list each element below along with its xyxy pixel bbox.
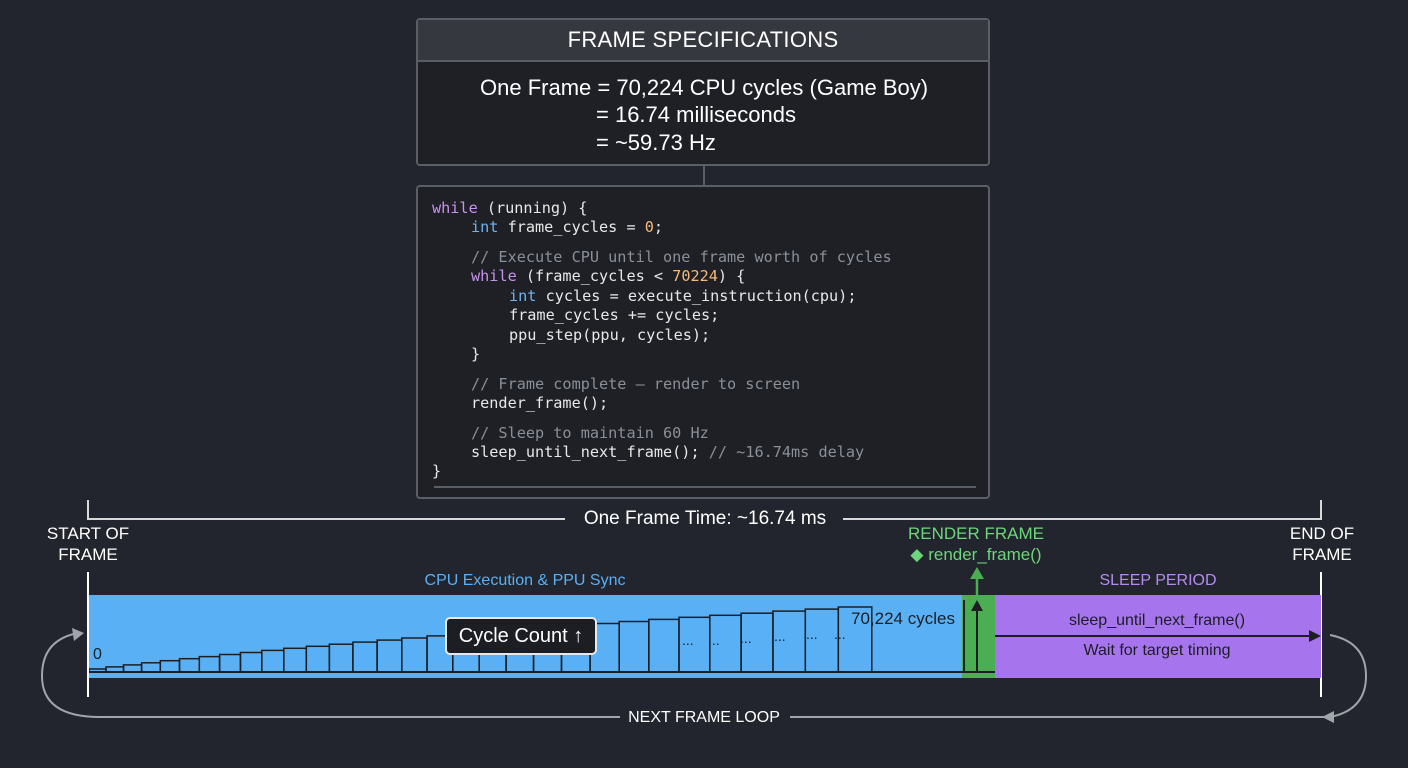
cycle-step — [239, 651, 263, 673]
code-line-5: int cycles = execute_instruction(cpu); — [509, 287, 857, 305]
cycle-step — [140, 662, 162, 673]
ellipsis-2: ... — [708, 632, 720, 648]
cycle-step — [618, 620, 650, 673]
cycle-step — [122, 664, 143, 673]
sleep-call-label: sleep_until_next_frame() — [1068, 612, 1246, 629]
sleep-period-title: SLEEP PERIOD — [1099, 572, 1217, 589]
spec-line-cycles: One Frame = 70,224 CPU cycles (Game Boy) — [480, 75, 929, 100]
code-line-4: while (frame_cycles < 70224) { — [471, 267, 746, 285]
ellipsis-1: ... — [682, 632, 694, 648]
start-of-frame-label: START OF FRAME — [46, 524, 130, 564]
code-line-6: frame_cycles += cycles; — [509, 306, 720, 324]
cycle-step — [328, 643, 354, 673]
code-line-10: render_frame(); — [471, 394, 609, 412]
cycle-step — [648, 618, 680, 673]
code-line-7: ppu_step(ppu, cycles); — [509, 326, 711, 344]
code-line-13: } — [432, 462, 442, 480]
code-line-8: } — [471, 345, 481, 363]
max-cycles-label: 70,224 cycles — [851, 609, 955, 628]
loop-left-arrowhead — [72, 628, 84, 641]
up-arrow-icon: ↑ — [573, 625, 584, 647]
render-up-arrowhead — [970, 567, 984, 579]
spec-line-ms: = 16.74 milliseconds — [596, 102, 796, 127]
loop-right-path — [790, 634, 1368, 718]
cycle-step — [218, 653, 242, 673]
cpu-execution-title: CPU Execution & PPU Sync — [424, 572, 626, 589]
spec-line-hz: = ~59.73 Hz — [596, 130, 716, 155]
cycle-step — [261, 649, 285, 673]
code-divider — [434, 486, 976, 488]
ellipsis-4: ... — [774, 628, 786, 644]
render-frame-call: ◆ render_frame() — [910, 545, 1042, 564]
frame-spec-panel: FRAME SPECIFICATIONS One Frame = 70,224 … — [416, 18, 990, 166]
cycle-step — [198, 655, 221, 673]
end-of-frame-label: END OF FRAME — [1289, 524, 1355, 564]
ellipsis-3: ... — [740, 630, 752, 646]
cycle-step — [159, 659, 181, 673]
code-line-11: // Sleep to maintain 60 Hz — [471, 424, 709, 442]
cycle-step — [283, 647, 308, 673]
code-line-1: while (running) { — [432, 199, 588, 217]
zero-label: 0 — [93, 646, 102, 663]
code-line-3: // Execute CPU until one frame worth of … — [471, 248, 892, 266]
spec-title: FRAME SPECIFICATIONS — [418, 20, 988, 62]
ellipsis-6: ... — [834, 626, 846, 642]
cycle-count-label: Cycle Count ↑ — [445, 617, 597, 655]
code-panel: while (running) { int frame_cycles = 0; … — [416, 185, 990, 499]
next-frame-loop-label: NEXT FRAME LOOP — [628, 709, 780, 726]
cycle-step — [305, 645, 331, 673]
loop-left-path — [40, 632, 620, 718]
sleep-arrow — [995, 630, 1321, 642]
sleep-desc-label: Wait for target timing — [1083, 642, 1231, 659]
frame-time-label: One Frame Time: ~16.74 ms — [583, 508, 827, 529]
panel-connector — [703, 166, 705, 186]
code-line-9: // Frame complete – render to screen — [471, 375, 801, 393]
cycle-step — [178, 657, 201, 673]
render-frame-title: RENDER FRAME — [907, 524, 1044, 543]
cycle-step — [376, 639, 403, 673]
code-line-12: sleep_until_next_frame(); // ~16.74ms de… — [471, 443, 865, 461]
loop-right-arrowhead — [1322, 711, 1334, 723]
cycle-step — [401, 637, 428, 673]
cycle-step — [352, 641, 378, 673]
ellipsis-5: ... — [806, 626, 818, 642]
code-line-2: int frame_cycles = 0; — [471, 218, 664, 236]
sleep-arrowhead — [1309, 630, 1321, 642]
render-inner-arrowhead — [971, 600, 983, 611]
